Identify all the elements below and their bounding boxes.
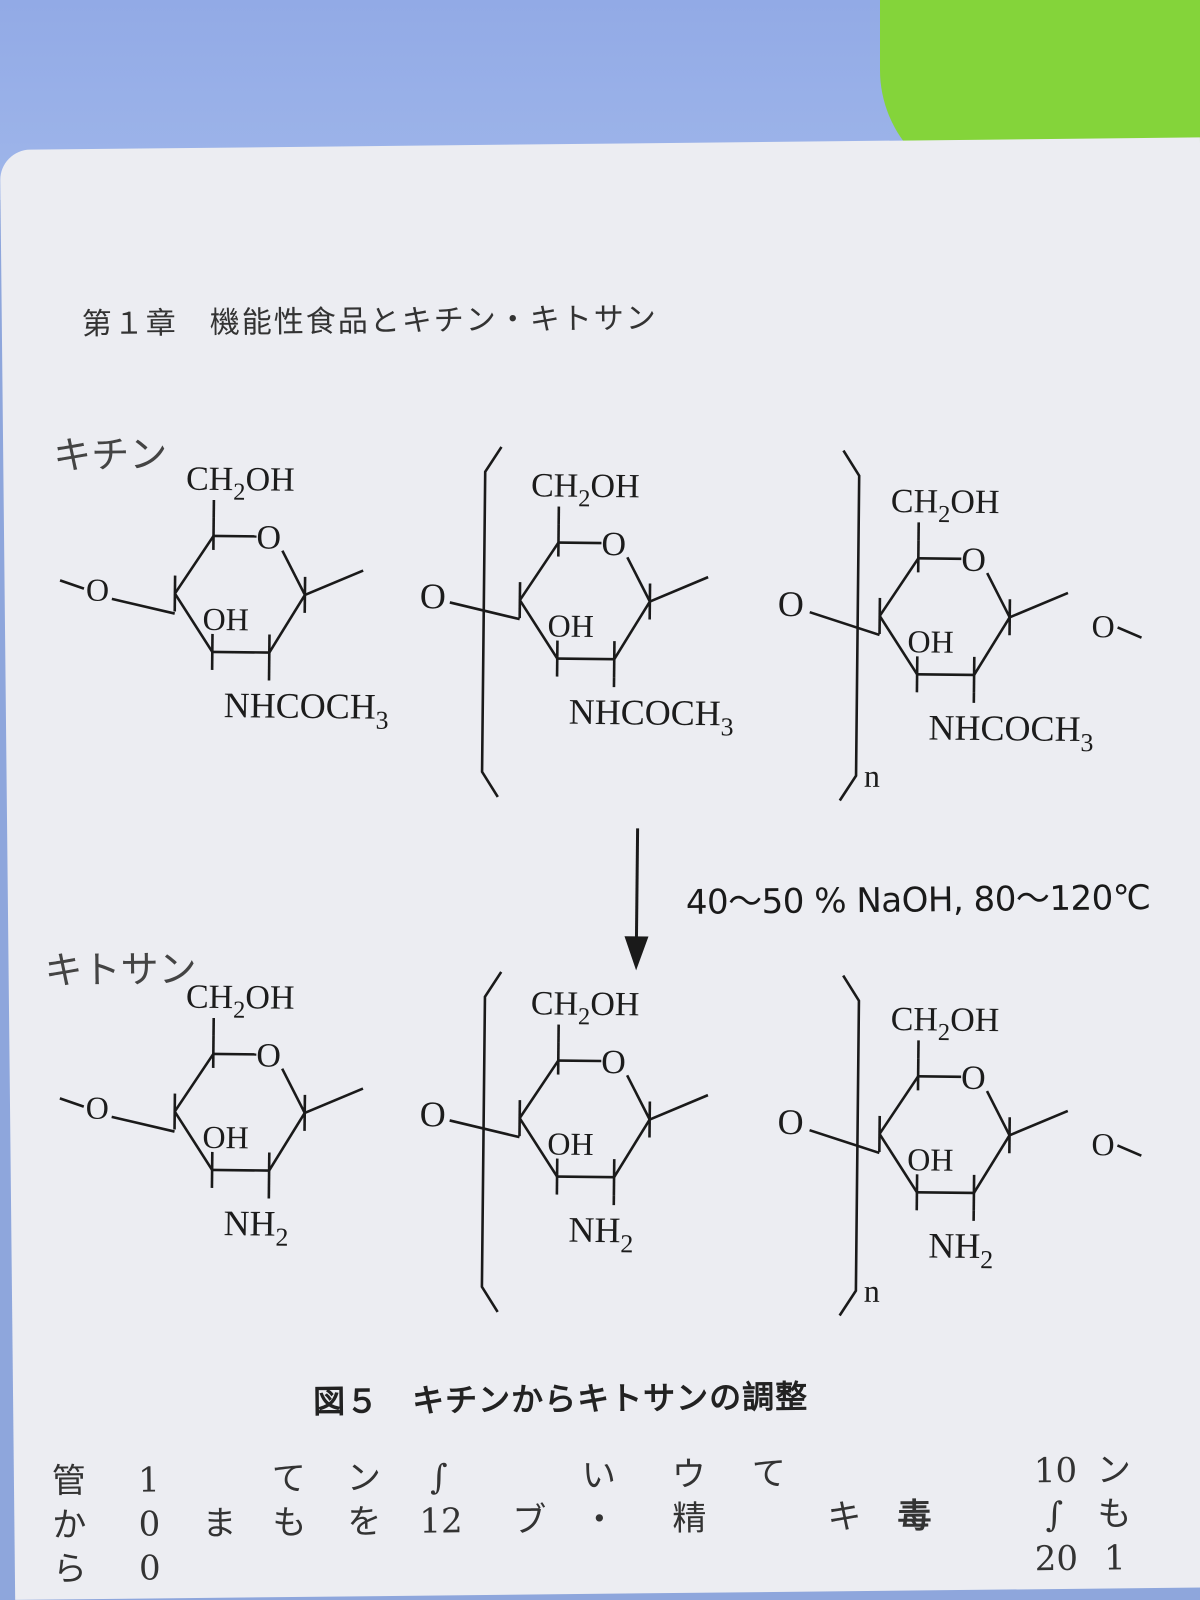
substituent-label: NHCOCH3 — [223, 685, 388, 735]
ring-oxygen-label: O — [256, 1037, 281, 1074]
ch2oh-label: CH2OH — [891, 483, 1000, 529]
repeat-bracket-left — [480, 971, 503, 1313]
ch2oh-label: CH2OH — [531, 467, 640, 513]
ring-bond — [173, 592, 214, 653]
end-bond — [59, 579, 85, 590]
end-bond — [111, 597, 176, 615]
glycosidic-bond — [304, 569, 364, 597]
repeat-count: n — [864, 758, 880, 794]
glycosidic-bond — [304, 1087, 364, 1115]
ring-bond — [557, 1175, 615, 1179]
ring-bond — [917, 673, 975, 677]
ring-bond — [518, 1117, 559, 1178]
ring-bond — [625, 1074, 651, 1121]
ring-bond — [878, 615, 919, 676]
ring-bond — [173, 1110, 214, 1171]
ch2oh-label: CH2OH — [531, 985, 640, 1031]
ring-bond — [916, 1191, 974, 1195]
ring-oxygen-label: O — [961, 1060, 986, 1097]
end-bond — [1116, 1144, 1142, 1157]
hydroxyl-label: OH — [547, 1125, 594, 1161]
ch2oh-label: CH2OH — [890, 1001, 999, 1047]
ring-bond — [986, 572, 1011, 618]
substituent-label: NH2 — [568, 1210, 633, 1259]
link-bond — [809, 610, 880, 637]
link-oxygen: O — [420, 576, 446, 616]
ring-bond — [557, 657, 615, 661]
repeat-bracket-right — [838, 449, 861, 802]
ring-bond — [985, 1090, 1011, 1136]
link-oxygen: O — [777, 1102, 803, 1142]
hydroxyl-label: OH — [907, 1141, 954, 1177]
ring-bond — [613, 600, 651, 660]
end-oxygen-right: O — [1091, 608, 1114, 644]
ring-bond — [878, 1075, 920, 1135]
ring-bond — [281, 1068, 306, 1114]
ring-bond — [212, 1168, 270, 1172]
ring-bond — [281, 550, 307, 596]
repeat-bracket-right — [838, 974, 861, 1317]
glycosidic-bond — [1009, 591, 1069, 619]
end-bond — [111, 1115, 175, 1133]
link-bond — [809, 1128, 880, 1155]
ring-oxygen-label: O — [601, 1044, 626, 1081]
ring-bond — [626, 556, 652, 603]
ring-bond — [972, 1134, 1011, 1194]
repeat-bracket-left — [480, 446, 503, 798]
ring-oxygen-label: O — [961, 542, 986, 579]
ring-bond — [973, 616, 1011, 676]
ring-bond — [518, 541, 560, 601]
ch2oh-label: CH2OH — [186, 979, 295, 1025]
end-bond — [59, 1097, 85, 1108]
ring-bond — [212, 650, 270, 654]
hydroxyl-label: OH — [547, 607, 594, 643]
hydroxyl-label: OH — [907, 623, 954, 659]
reaction-arrow — [624, 828, 649, 971]
repeat-count: n — [864, 1273, 880, 1309]
hydroxyl-label: OH — [202, 601, 249, 637]
glycosidic-bond — [1009, 1109, 1069, 1137]
ring-bond — [612, 1118, 651, 1178]
glycosidic-bond — [649, 1093, 709, 1121]
link-oxygen: O — [778, 584, 804, 624]
substituent-label: NHCOCH3 — [568, 692, 733, 742]
chitin-structure: CH2OH O OH NHCOCH3 CH2OH O OH NHCOCH3 CH2OH O OH NH… — [59, 446, 1143, 802]
end-oxygen-right: O — [1091, 1126, 1114, 1162]
ring-bond — [878, 557, 920, 617]
ring-bond — [268, 1112, 306, 1172]
substituent-label: NHCOCH3 — [928, 707, 1093, 757]
ring-bond — [518, 1059, 560, 1119]
ring-bond — [173, 535, 215, 595]
ring-oxygen-label: O — [256, 519, 281, 556]
ring-oxygen-label: O — [601, 526, 626, 563]
end-oxygen-left: O — [86, 1090, 109, 1126]
link-oxygen: O — [420, 1094, 446, 1134]
ring-bond — [518, 599, 559, 660]
ring-bond — [878, 1133, 919, 1194]
end-bond — [1117, 626, 1143, 639]
hydroxyl-label: OH — [202, 1119, 249, 1155]
ring-bond — [268, 594, 307, 654]
substituent-label: NH2 — [928, 1225, 993, 1274]
ring-bond — [173, 1053, 215, 1113]
ch2oh-label: CH2OH — [186, 461, 295, 507]
chitosan-structure: CH2OH O OH NH2 CH2OH O OH NH2 CH2OH O OH NH2 O O O On — [59, 971, 1142, 1317]
substituent-label: NH2 — [223, 1203, 288, 1252]
glycosidic-bond — [649, 575, 709, 603]
end-oxygen-left: O — [86, 572, 109, 608]
